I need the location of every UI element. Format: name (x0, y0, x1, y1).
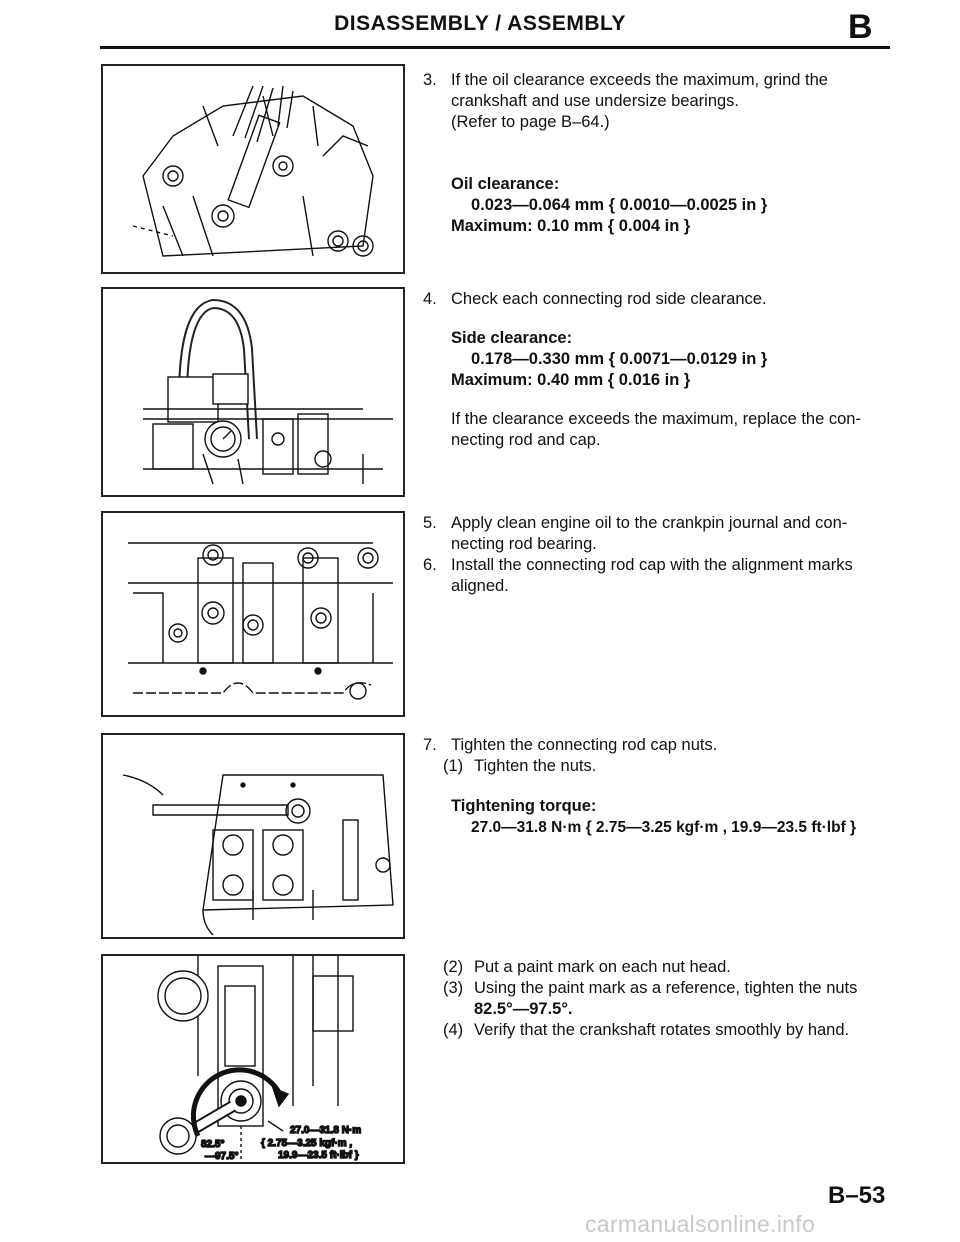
step-text-line: aligned. (451, 577, 509, 595)
spec-value: 0.178—0.330 mm { 0.0071—0.0129 in } (471, 350, 768, 368)
watermark: carmanualsonline.info (585, 1211, 816, 1237)
spec-label: Side clearance: (451, 329, 573, 347)
substep-number: (2) (443, 958, 464, 976)
step-number: 4. (423, 290, 437, 308)
page-header-title: DISASSEMBLY / ASSEMBLY (334, 12, 626, 35)
step-number: 3. (423, 71, 437, 89)
step-6: 6. Install the connecting rod cap with t… (423, 555, 893, 597)
torque-label-line1: 27.0—31.8 N·m (290, 1125, 361, 1136)
step-text-line: Apply clean engine oil to the crankpin j… (451, 514, 848, 532)
step-text-line: crankshaft and use undersize bearings. (451, 92, 740, 110)
spec-label: Tightening torque: (451, 797, 597, 815)
substep-text: Put a paint mark on each nut head. (474, 958, 731, 976)
step-3: 3. If the oil clearance exceeds the maxi… (423, 70, 893, 237)
torque-label-line3: 19.9—23.5 ft·lbf } (278, 1150, 359, 1161)
step-4: 4. Check each connecting rod side cleara… (423, 289, 893, 451)
spec-maximum: Maximum: 0.10 mm { 0.004 in } (451, 217, 691, 235)
step-text-line: If the oil clearance exceeds the maximum… (451, 71, 828, 89)
substep-number: (4) (443, 1021, 464, 1039)
spec-maximum: Maximum: 0.40 mm { 0.016 in } (451, 371, 691, 389)
step-text-line: necting rod bearing. (451, 535, 597, 553)
step-number: 5. (423, 514, 437, 532)
substep-text: Verify that the crankshaft rotates smoot… (474, 1021, 850, 1039)
step-text-line: (Refer to page B–64.) (451, 113, 610, 131)
torque-label-line2: { 2.75—3.25 kgf·m , (261, 1138, 352, 1149)
figure-cap-alignment (101, 511, 405, 717)
figure-oil-clearance (101, 64, 405, 274)
step-5: 5. Apply clean engine oil to the crankpi… (423, 513, 893, 597)
substep-text-line: 82.5°—97.5°. (474, 1000, 573, 1018)
step-7-continued: (2) Put a paint mark on each nut head. (… (423, 957, 893, 1041)
header-rule (100, 46, 890, 49)
note-line: If the clearance exceeds the maximum, re… (451, 410, 861, 428)
page-number: B–53 (828, 1182, 886, 1209)
spec-label: Oil clearance: (451, 175, 560, 193)
figure-angle-tightening: 27.0—31.8 N·m { 2.75—3.25 kgf·m , 19.9—2… (101, 954, 405, 1164)
spec-value: 0.023—0.064 mm { 0.0010—0.0025 in } (471, 196, 768, 214)
angle-label-line1: 82.5° (201, 1139, 224, 1150)
step-text: Tighten the connecting rod cap nuts. (451, 736, 718, 754)
step-number: 6. (423, 556, 437, 574)
substep-number: (1) (443, 757, 464, 775)
substep-number: (3) (443, 979, 464, 997)
step-7: 7. Tighten the connecting rod cap nuts. … (423, 735, 893, 838)
substep-text-line: Using the paint mark as a reference, tig… (474, 979, 858, 997)
substep-text: Tighten the nuts. (474, 757, 597, 775)
step-number: 7. (423, 736, 437, 754)
section-letter: B (848, 8, 873, 46)
step-text-line: Install the connecting rod cap with the … (451, 556, 853, 574)
figure-side-clearance (101, 287, 405, 497)
figure-tighten-nuts (101, 733, 405, 939)
angle-label-line2: —97.5° (205, 1151, 238, 1162)
step-text: Check each connecting rod side clearance… (451, 290, 767, 308)
note-line: necting rod and cap. (451, 431, 601, 449)
spec-value: 27.0—31.8 N·m { 2.75—3.25 kgf·m , 19.9—2… (471, 819, 857, 836)
